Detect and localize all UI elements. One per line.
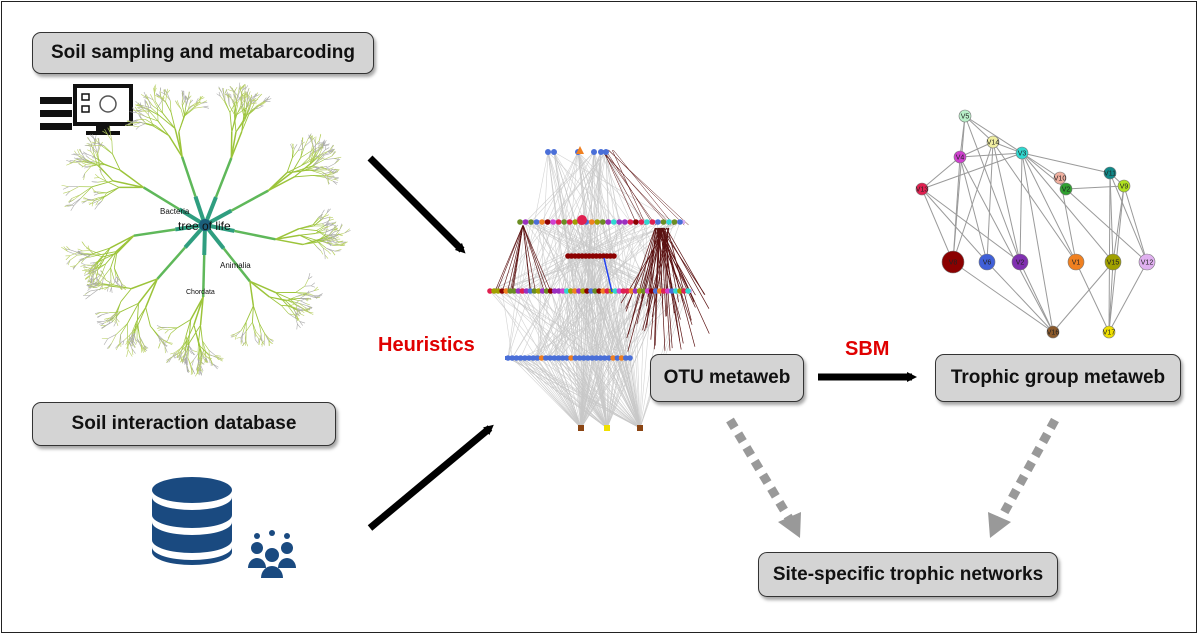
- dashed-arrow-trophic-to-site: [988, 417, 1059, 538]
- database-icon: [152, 477, 232, 565]
- site-specific-networks-box: Site-specific trophic networks: [758, 552, 1058, 597]
- sbm-node-label: V3: [1018, 151, 1027, 158]
- tree-chordata-label: Chordata: [186, 289, 215, 296]
- dashed-arrow-otu-to-site: [726, 417, 801, 538]
- sbm-node: [1067, 253, 1085, 271]
- computer-icon: [40, 84, 133, 135]
- sbm-node-label: V16: [1047, 330, 1060, 337]
- sbm-node: [1059, 182, 1073, 196]
- sbm-label: SBM: [845, 338, 890, 360]
- sbm-node-label: V2: [1016, 260, 1025, 267]
- sbm-node-label: V12: [1141, 260, 1154, 267]
- sbm-node-label: V17: [1103, 330, 1116, 337]
- experts-icon: [248, 530, 296, 578]
- otu-metaweb-network: [487, 146, 710, 431]
- sbm-node-label: V9: [1120, 184, 1129, 191]
- sbm-node-label: V2: [1062, 187, 1071, 194]
- sbm-node: [1138, 253, 1156, 271]
- sbm-node: [941, 250, 965, 274]
- sbm-node: [978, 253, 996, 271]
- sbm-node-label: V1: [1072, 260, 1081, 267]
- sbm-node: [986, 135, 1000, 149]
- sbm-node-label: V8: [949, 260, 958, 267]
- tree-center-label: tree of life: [178, 219, 231, 233]
- sbm-node: [1046, 325, 1060, 339]
- soil-interaction-db-box: Soil interaction database: [32, 402, 336, 446]
- sbm-node: [1104, 253, 1122, 271]
- arrow-sampling-to-otu: [367, 155, 466, 254]
- heuristics-label: Heuristics: [378, 334, 475, 356]
- sbm-node: [1102, 325, 1116, 339]
- sbm-node: [1103, 166, 1117, 180]
- tree-bacteria-label: Bacteria: [160, 207, 190, 216]
- sbm-node: [1117, 179, 1131, 193]
- sbm-node: [953, 150, 967, 164]
- sbm-node-label: V15: [1107, 260, 1120, 267]
- otu-metaweb-box: OTU metaweb: [650, 354, 804, 402]
- sbm-node-label: V10: [1054, 176, 1067, 183]
- trophic-group-metaweb-box: Trophic group metaweb: [935, 354, 1181, 402]
- sbm-node: [1015, 146, 1029, 160]
- sbm-node: [1011, 253, 1029, 271]
- sbm-node-label: V6: [983, 260, 992, 267]
- sbm-node-label: V4: [956, 155, 965, 162]
- sbm-node-label: V11: [1104, 171, 1116, 178]
- sbm-node-label: V5: [961, 114, 970, 121]
- sbm-node: [958, 109, 972, 123]
- tree-animalia-label: Animalia: [220, 261, 251, 270]
- sbm-node: [915, 182, 929, 196]
- sbm-node: [1053, 171, 1067, 185]
- sbm-node-label: V13: [916, 187, 929, 194]
- soil-sampling-box: Soil sampling and metabarcoding: [32, 32, 374, 74]
- arrow-db-to-otu: [367, 424, 494, 531]
- sbm-node-label: V14: [987, 140, 1000, 147]
